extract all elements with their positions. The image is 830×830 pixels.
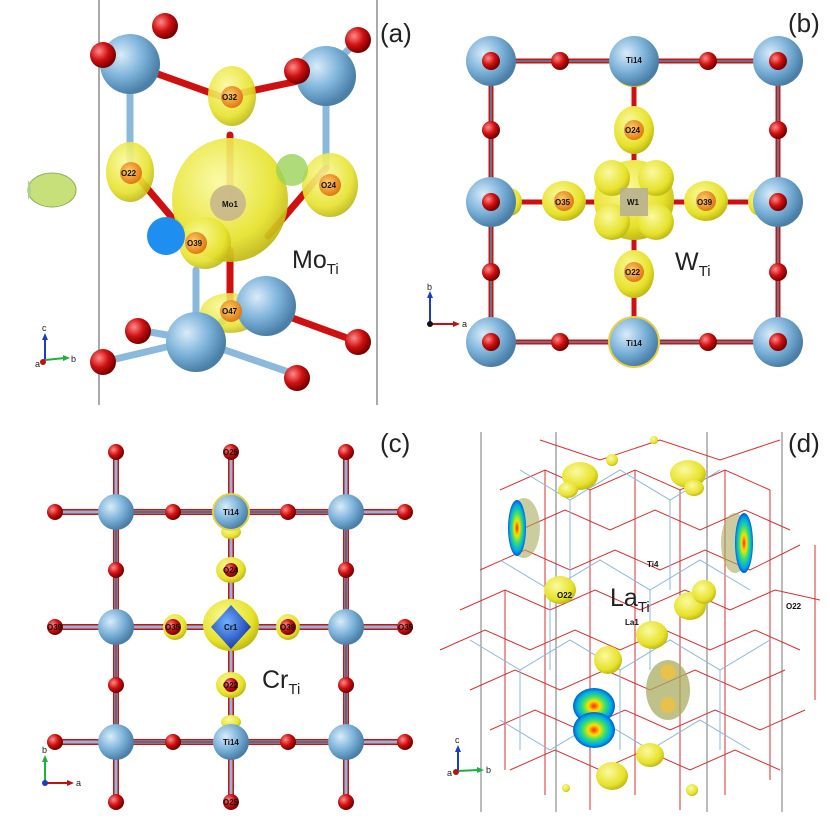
defect-label-a: MoTi: [292, 246, 339, 278]
axis-triad-d: c b a: [447, 735, 491, 778]
atom-label-o35-c: O35: [165, 623, 181, 632]
panel-a: O32 O22 O24 Mo1 O39 O47 c b a (a) MoTi: [27, 0, 412, 405]
defect-label-c: CrTi: [262, 666, 300, 698]
defect-label-b: WTi: [675, 248, 711, 280]
atom-label-o32: O32: [222, 93, 238, 102]
atom-label-ti14-bottom-b: Ti14: [626, 339, 642, 348]
axis-label-c-d: c: [455, 735, 460, 745]
atom-label-o24: O24: [321, 181, 337, 190]
atom-label-o24-b: O24: [625, 126, 641, 135]
atom-label-cr1: Cr1: [224, 623, 238, 632]
atom-label-o25-bottom-c: O25: [223, 798, 239, 807]
axis-label-b-d: b: [486, 765, 491, 775]
atom-label-o35-right-c: O35: [398, 623, 414, 632]
atom-label-o22-b: O22: [625, 268, 641, 277]
atom-label-o39-left-c: O39: [47, 623, 63, 632]
panel-tag-b: (b): [788, 8, 820, 38]
panel-b: Ti14 O24 O35 W1 O39 O22 Ti14 b a (b) WTi: [427, 8, 820, 368]
atom-label-la1: La1: [625, 618, 639, 627]
axis-triad-b: b a: [427, 282, 467, 329]
atom-label-o22-c: O22: [223, 681, 239, 690]
axis-triad-c: b a: [42, 745, 81, 788]
axis-label-b: b: [71, 354, 76, 364]
atom-label-o39-c: O39: [280, 623, 296, 632]
axis-label-c: c: [42, 323, 47, 333]
atom-label-o22-left-d: O22: [557, 591, 573, 600]
atom-label-w1: W1: [627, 198, 640, 207]
axis-label-a-c: a: [76, 778, 81, 788]
panel-tag-c: (c): [380, 428, 410, 458]
atom-label-o25-top-c: O25: [223, 448, 239, 457]
atom-label-o22-right-d: O22: [786, 602, 802, 611]
atom-label-ti14-bottom-c: Ti14: [223, 738, 239, 747]
panel-tag-d: (d): [788, 428, 820, 458]
atom-label-ti14-top-c: Ti14: [223, 508, 239, 517]
panel-c: O25 Ti14 O24 O39 O35 Cr1 O39 O35 O22 Ti1…: [42, 428, 414, 810]
atom-label-ti4-d: Ti4: [647, 560, 659, 569]
atom-label-o39-b: O39: [697, 198, 713, 207]
axis-label-a-d: a: [447, 768, 452, 778]
defect-label-d: LaTi: [610, 584, 650, 616]
atom-label-o35-b: O35: [555, 198, 571, 207]
axis-label-a-b: a: [462, 319, 467, 329]
atom-label-o47: O47: [222, 307, 238, 316]
atom-label-o22: O22: [121, 169, 137, 178]
axis-label-a: a: [35, 359, 40, 369]
axis-triad-a: c b a: [35, 323, 76, 369]
atom-label-o39: O39: [187, 239, 203, 248]
atom-label-mo1: Mo1: [222, 200, 239, 209]
axis-label-b-b: b: [427, 282, 432, 292]
atom-label-o24-c: O24: [223, 566, 239, 575]
atom-label-ti14-top-b: Ti14: [626, 56, 642, 65]
panel-d: c b a Ti4 O22 La1 O22 (d) LaTi: [439, 428, 821, 812]
panel-tag-a: (a): [380, 18, 412, 48]
axis-label-b-c: b: [42, 745, 47, 755]
